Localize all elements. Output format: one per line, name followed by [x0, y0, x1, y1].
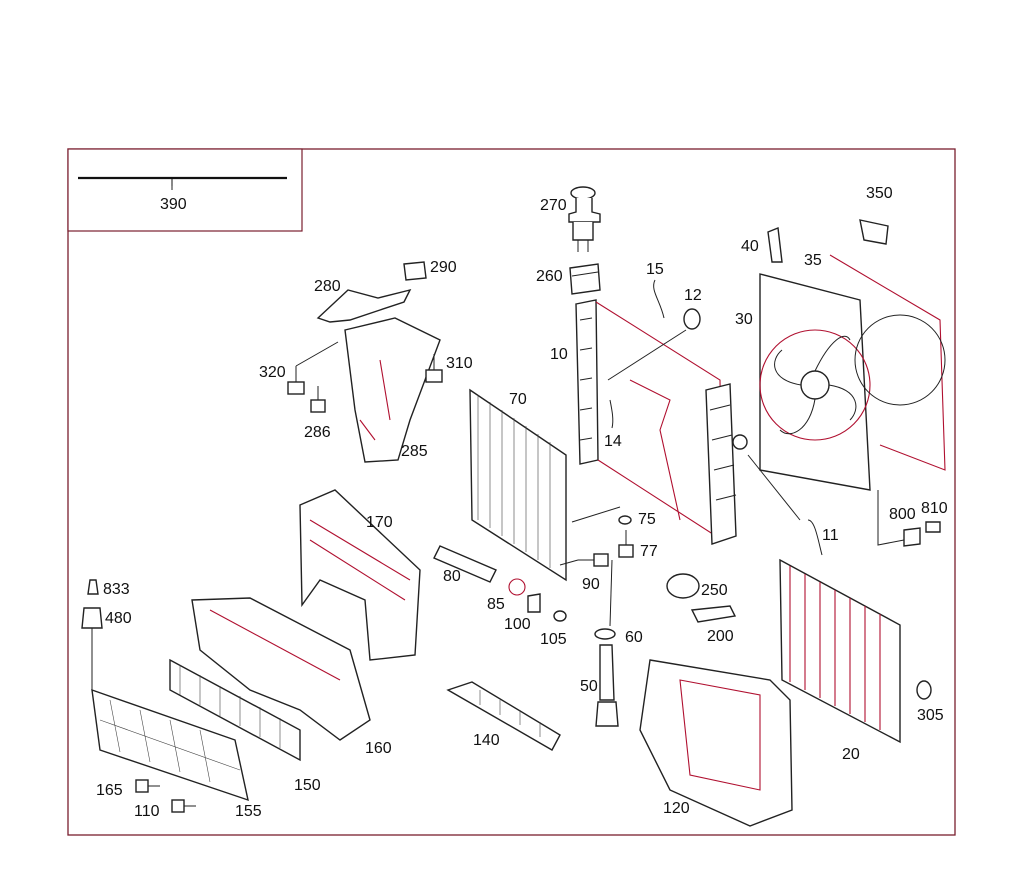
callout-810: 810	[921, 500, 948, 517]
leader-90	[559, 559, 579, 566]
sensor-800-icon	[903, 527, 921, 547]
shroud-120-icon	[639, 659, 793, 827]
clip-100-icon	[527, 593, 541, 613]
sensor-480-icon	[81, 607, 103, 629]
callout-165: 165	[96, 782, 123, 799]
pin-110-icon	[171, 799, 196, 813]
fan-shroud-30-icon	[759, 254, 946, 491]
radiator-10-icon	[575, 299, 748, 545]
arrow-11	[747, 454, 801, 521]
callout-11: 11	[822, 527, 839, 544]
diagram-frame	[67, 148, 956, 836]
drain-60-icon	[594, 628, 616, 640]
leader-60	[609, 559, 613, 627]
callout-40: 40	[741, 238, 759, 255]
leader-75	[571, 506, 621, 523]
bolt-310-icon	[425, 354, 443, 383]
hose-11-icon	[807, 519, 823, 556]
clip-350-icon	[859, 219, 889, 245]
seal-75-icon	[618, 515, 632, 525]
bracket-280-icon	[316, 288, 441, 463]
callout-800: 800	[889, 506, 916, 523]
callout-77: 77	[640, 543, 658, 560]
condenser-70-icon	[469, 388, 567, 582]
cap-270-icon	[568, 186, 601, 252]
drain-50-icon	[595, 644, 619, 727]
callout-90: 90	[582, 576, 600, 593]
grommet-305-icon	[916, 680, 932, 700]
callout-85: 85	[487, 596, 505, 613]
baffle-140-icon	[446, 681, 561, 751]
callout-310: 310	[446, 355, 473, 372]
oring-85-icon	[508, 578, 526, 596]
intercooler-150-icon	[169, 658, 301, 762]
callout-10: 10	[550, 346, 568, 363]
callout-50: 50	[580, 678, 598, 695]
callout-305: 305	[917, 707, 944, 724]
callout-30: 30	[735, 311, 753, 328]
callout-150: 150	[294, 777, 321, 794]
callout-270: 270	[540, 197, 567, 214]
callout-155: 155	[235, 803, 262, 820]
hose-15-icon	[653, 279, 665, 319]
callout-35: 35	[804, 252, 822, 269]
callout-160: 160	[365, 740, 392, 757]
callout-390: 390	[160, 196, 187, 213]
radiator-20-icon	[779, 558, 901, 744]
callout-260: 260	[536, 268, 563, 285]
callout-170: 170	[366, 514, 393, 531]
callout-12: 12	[684, 287, 702, 304]
bolt-77-icon	[618, 530, 634, 558]
callout-140: 140	[473, 732, 500, 749]
callout-833: 833	[103, 581, 130, 598]
sensor-810-icon	[925, 521, 941, 533]
callout-286: 286	[304, 424, 331, 441]
legend-box	[67, 148, 303, 232]
bolt-286-icon	[310, 386, 326, 413]
callout-15: 15	[646, 261, 664, 278]
callout-350: 350	[866, 185, 893, 202]
callout-120: 120	[663, 800, 690, 817]
callout-110: 110	[134, 803, 160, 820]
sensor-833-icon	[87, 579, 99, 595]
dryer-80-icon	[433, 545, 497, 583]
cap-260-icon	[569, 263, 601, 295]
clip-40-icon	[767, 227, 783, 263]
callout-290: 290	[430, 259, 457, 276]
bolt-90-icon	[578, 553, 609, 567]
screw-105-icon	[553, 610, 567, 622]
callout-280: 280	[314, 278, 341, 295]
callouts: 390 270 350 40 35 260 15 12 30 10 280 29…	[96, 185, 948, 820]
callout-200: 200	[707, 628, 734, 645]
callout-320: 320	[259, 364, 286, 381]
pin-165-icon	[135, 779, 160, 793]
bracket-170-icon	[299, 489, 421, 661]
callout-100: 100	[504, 616, 531, 633]
callout-20: 20	[842, 746, 860, 763]
hose-14-icon	[609, 399, 614, 429]
bolt-320-icon	[287, 366, 305, 395]
callout-480: 480	[105, 610, 132, 627]
bracket-200-icon	[690, 605, 737, 623]
callout-70: 70	[509, 391, 527, 408]
callout-80: 80	[443, 568, 461, 585]
mount-250-icon	[666, 573, 700, 599]
air-duct-160-icon	[191, 597, 371, 741]
leader-800	[877, 490, 905, 546]
callout-105: 105	[540, 631, 567, 648]
callout-285: 285	[401, 443, 428, 460]
arrow-12	[607, 329, 687, 381]
callout-14: 14	[604, 433, 622, 450]
leader-320	[295, 341, 339, 367]
grommet-290-icon	[403, 261, 427, 281]
callout-75: 75	[638, 511, 656, 528]
callout-60: 60	[625, 629, 643, 646]
callout-250: 250	[701, 582, 728, 599]
grille-155-icon	[91, 688, 249, 802]
seal-12-icon	[683, 308, 701, 330]
